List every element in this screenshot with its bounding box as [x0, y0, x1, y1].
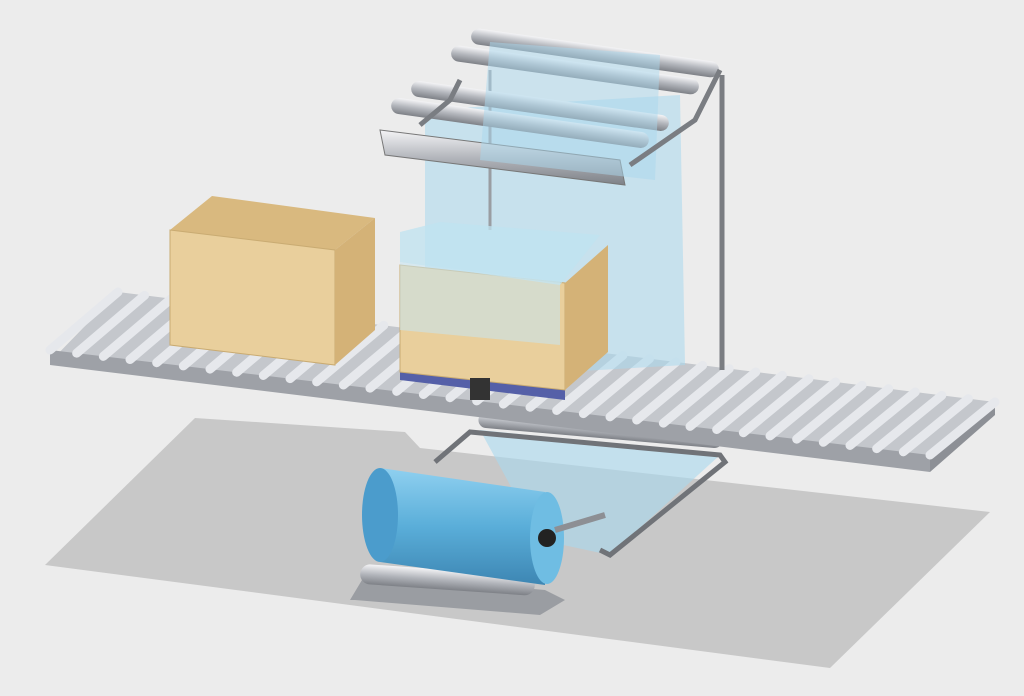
conveyor-roller: [765, 377, 841, 441]
conveyor-roller: [338, 324, 415, 390]
wrapped-carton: [399, 222, 608, 400]
conveyor-roller: [685, 367, 761, 431]
conveyor-roller: [98, 294, 176, 361]
conveyor-roller: [72, 290, 150, 358]
conveyor-roller: [818, 384, 894, 447]
conveyor-roller: [312, 320, 389, 387]
empty-carton: [169, 196, 375, 366]
conveyor-roller: [845, 387, 920, 450]
conveyor-roller: [605, 357, 681, 422]
conveyor-roller: [45, 287, 123, 355]
conveyor-roller: [578, 354, 655, 419]
conveyor-roller: [925, 397, 1000, 460]
conveyor-roller: [712, 370, 787, 435]
conveyor-roller: [738, 374, 814, 438]
conveyor-roller: [898, 394, 973, 457]
film-roll: [350, 468, 606, 615]
lower-frame: [433, 429, 729, 558]
overhead-roller-frame: [379, 28, 723, 186]
conveyor-roller: [658, 364, 734, 428]
conveyor-roller: [632, 360, 708, 425]
conveyor-roller: [792, 380, 867, 444]
conveyor-roller: [872, 390, 947, 454]
